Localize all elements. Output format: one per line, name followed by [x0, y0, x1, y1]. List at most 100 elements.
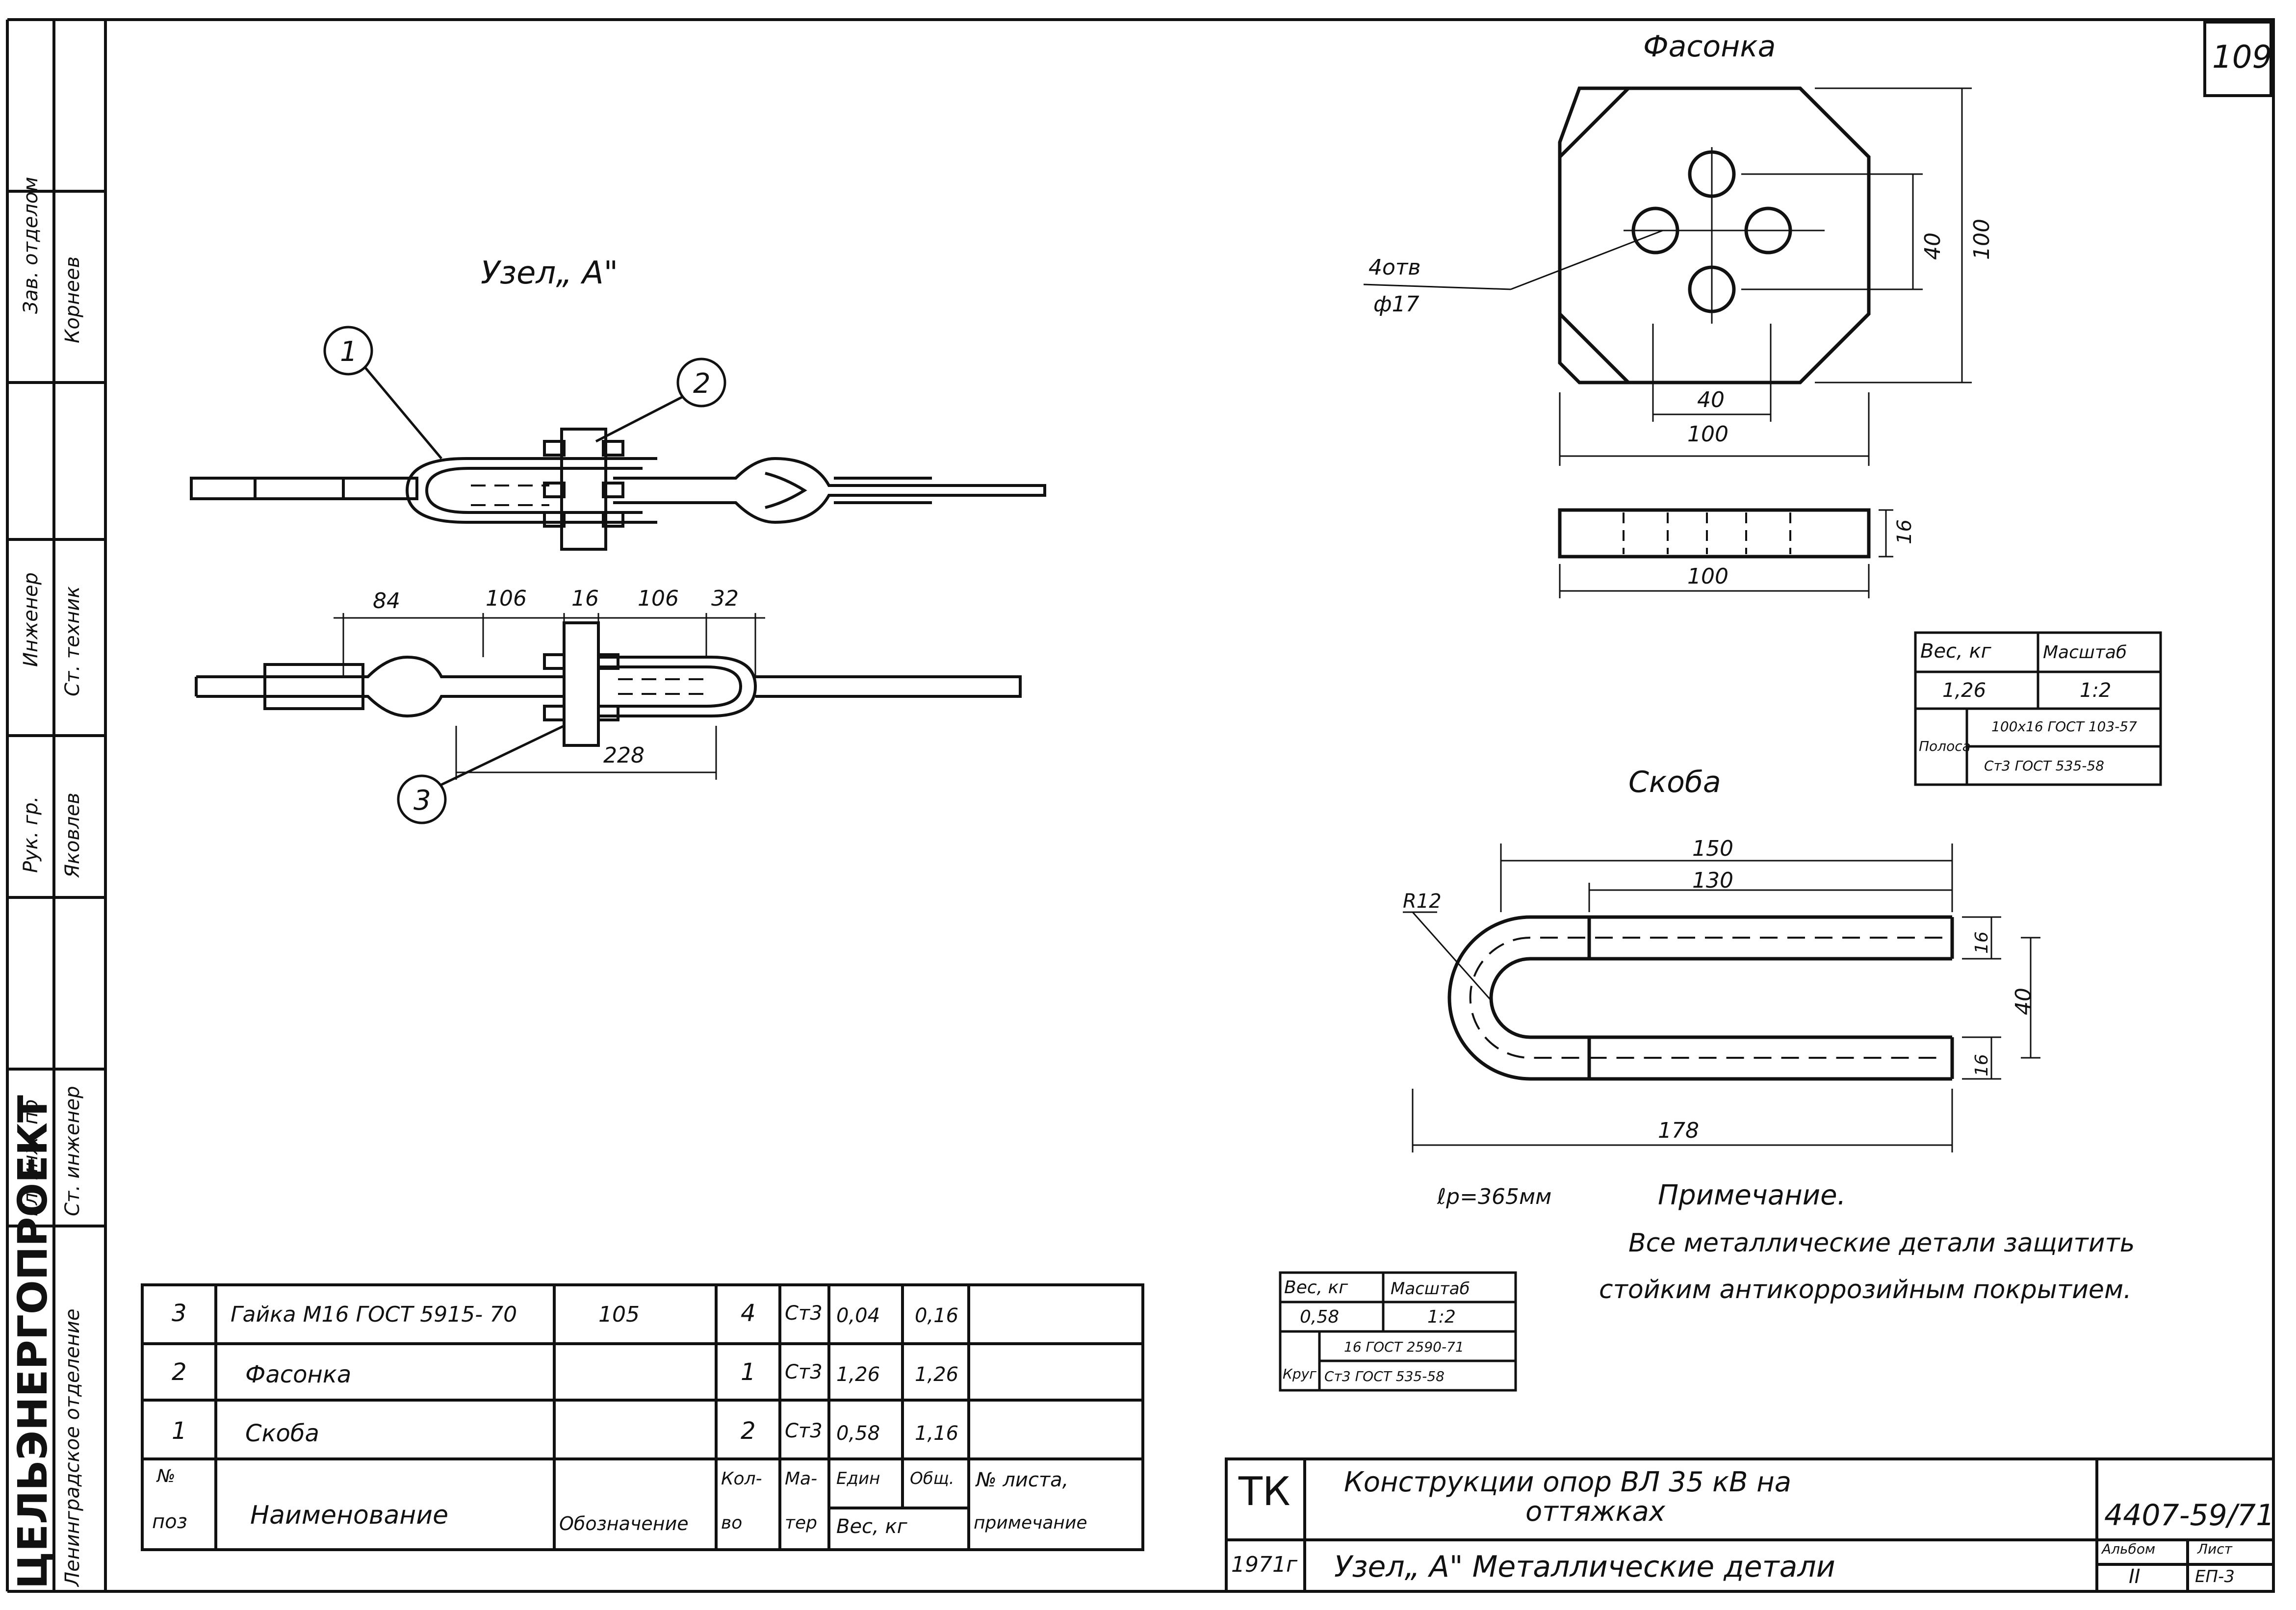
- node-dim-106b: 106: [638, 586, 679, 611]
- plate-dim-100-bottom: 100: [1687, 422, 1728, 447]
- node-dim-32: 32: [711, 586, 739, 611]
- bracket-table-material-label: Круг: [1283, 1366, 1316, 1382]
- plate-view: [1558, 86, 1871, 384]
- title-stamp: ТК: [1238, 1469, 1290, 1514]
- title-subtitle: Узел„ А" Металлические детали: [1334, 1550, 1835, 1584]
- title-line-2: оттяжках: [1525, 1496, 1665, 1528]
- spec-header-note-top: № листа,: [976, 1469, 1069, 1491]
- bracket-table-scale-header: Масштаб: [1391, 1279, 1470, 1299]
- title-line-1: Конструкции опор ВЛ 35 кВ на: [1344, 1466, 1792, 1498]
- node-view-title: Узел„ А": [481, 255, 619, 291]
- spec-header-unit-weight: Един: [836, 1469, 880, 1488]
- plate-table-material-bottom: Ст3 ГОСТ 535-58: [1984, 758, 2104, 774]
- node-dim-228: 228: [603, 743, 645, 768]
- callout-1-circle: [323, 326, 373, 376]
- bracket-dim-178: 178: [1658, 1118, 1699, 1143]
- plate-table-weight: 1,26: [1942, 679, 1986, 702]
- spec-header-pos-bottom: поз: [152, 1510, 187, 1533]
- bracket-table-scale: 1:2: [1427, 1307, 1456, 1327]
- sheet-frame: [104, 18, 2275, 1593]
- spec-row-2-total-weight: 1,26: [915, 1363, 959, 1386]
- spec-row-1-qty: 2: [741, 1417, 756, 1445]
- bracket-table-material-bottom: Ст3 ГОСТ 535-58: [1324, 1368, 1445, 1384]
- spec-header-total-weight: Общ.: [910, 1469, 955, 1488]
- title-album: II: [2129, 1565, 2141, 1588]
- bracket-table-weight-header: Вес, кг: [1284, 1278, 1348, 1298]
- spec-header-material-bottom: тер: [785, 1513, 817, 1533]
- plate-table-scale: 1:2: [2080, 679, 2112, 702]
- node-dim-16: 16: [571, 586, 599, 611]
- node-view-bottom: [195, 621, 1022, 747]
- strip-name-1: Корнеев: [61, 256, 84, 343]
- spec-row-3-designation: 105: [598, 1302, 640, 1327]
- title-sheet-label: Лист: [2197, 1541, 2232, 1557]
- plate-dim-100-edge: 100: [1687, 564, 1728, 589]
- strip-name-3: Яковлев: [61, 792, 84, 878]
- callout-3: 3: [413, 785, 431, 817]
- bracket-table-grid: [1279, 1271, 1517, 1392]
- spec-row-1-material: Ст3: [785, 1420, 823, 1442]
- bracket-dim-16-bottom: 16: [1972, 1054, 1992, 1076]
- plate-dim-100-side: 100: [1969, 219, 1994, 260]
- strip-role-5: Ст. инженер: [61, 1086, 84, 1216]
- plate-title: Фасонка: [1643, 29, 1776, 64]
- spec-row-3-qty: 4: [741, 1300, 756, 1327]
- strip-role-4: Гл. инж. пр: [20, 1099, 42, 1216]
- bracket-dim-40: 40: [2011, 988, 2036, 1015]
- plate-hole-note-top: 4отв: [1368, 255, 1421, 280]
- plate-edge-view: [1558, 508, 1871, 559]
- plate-dim-16: 16: [1893, 519, 1916, 544]
- spec-row-3-pos: 3: [172, 1300, 187, 1327]
- title-code: 4407-59/71: [2104, 1498, 2275, 1533]
- bracket-dim-130: 130: [1692, 868, 1733, 893]
- spec-table-grid: [141, 1283, 1144, 1551]
- callout-3-circle: [397, 774, 447, 824]
- spec-row-2-unit-weight: 1,26: [836, 1363, 880, 1386]
- spec-row-1-pos: 1: [172, 1417, 187, 1445]
- spec-row-3-total-weight: 0,16: [915, 1304, 959, 1327]
- plate-dim-40-bottom: 40: [1697, 387, 1725, 412]
- callout-2-circle: [676, 358, 726, 408]
- plate-table-grid: [1914, 631, 2162, 786]
- strip-role-3: Рук. гр.: [20, 796, 42, 873]
- spec-row-1-total-weight: 1,16: [915, 1422, 959, 1445]
- title-block-grid: [1225, 1457, 2275, 1593]
- bracket-dim-16-top: 16: [1972, 931, 1992, 954]
- spec-row-2-pos: 2: [172, 1358, 187, 1386]
- note-line-2: стойким антикоррозийным покрытием.: [1599, 1275, 2132, 1304]
- spec-row-3-unit-weight: 0,04: [836, 1304, 880, 1327]
- spec-header-qty-bottom: во: [721, 1513, 743, 1533]
- plate-table-material-top: 100х16 ГОСТ 103-57: [1991, 718, 2137, 735]
- plate-hole-note-bottom: ф17: [1373, 292, 1419, 317]
- node-dim-84: 84: [373, 588, 400, 613]
- note-line-1: Все металлические детали защитить: [1628, 1228, 2135, 1258]
- title-sheet: ЕП-3: [2195, 1567, 2235, 1586]
- title-year: 1971г: [1231, 1552, 1298, 1577]
- spec-header-name: Наименование: [250, 1501, 449, 1530]
- node-dim-106a: 106: [486, 586, 527, 611]
- spec-row-2-qty: 1: [741, 1358, 756, 1386]
- node-view-top: [190, 428, 1046, 551]
- spec-row-2-name: Фасонка: [245, 1361, 352, 1388]
- plate-table-scale-header: Масштаб: [2043, 642, 2127, 663]
- spec-row-3-name: Гайка М16 ГОСТ 5915- 70: [231, 1302, 517, 1327]
- strip-role-1: Зав. отделом: [20, 177, 42, 314]
- org-dept: Ленинградское отделение: [61, 1308, 84, 1586]
- bracket-table-material-top: 16 ГОСТ 2590-71: [1344, 1339, 1464, 1355]
- spec-header-material-top: Ма-: [785, 1469, 818, 1489]
- plate-table-material-label: Полоса: [1919, 738, 1971, 754]
- callout-1: 1: [340, 336, 358, 368]
- bracket-dim-150: 150: [1692, 836, 1733, 861]
- spec-row-1-name: Скоба: [245, 1420, 319, 1447]
- spec-header-qty-top: Кол-: [721, 1469, 762, 1489]
- note-title: Примечание.: [1658, 1179, 1846, 1211]
- strip-role-2: Инженер: [20, 572, 42, 667]
- bracket-view: [1447, 915, 1954, 1081]
- spec-row-2-material: Ст3: [785, 1361, 823, 1383]
- spec-header-designation: Обозначение: [559, 1513, 689, 1534]
- spec-header-pos-top: №: [157, 1466, 176, 1486]
- strip-name-2: Ст. техник: [61, 586, 84, 696]
- spec-row-1-unit-weight: 0,58: [836, 1422, 880, 1445]
